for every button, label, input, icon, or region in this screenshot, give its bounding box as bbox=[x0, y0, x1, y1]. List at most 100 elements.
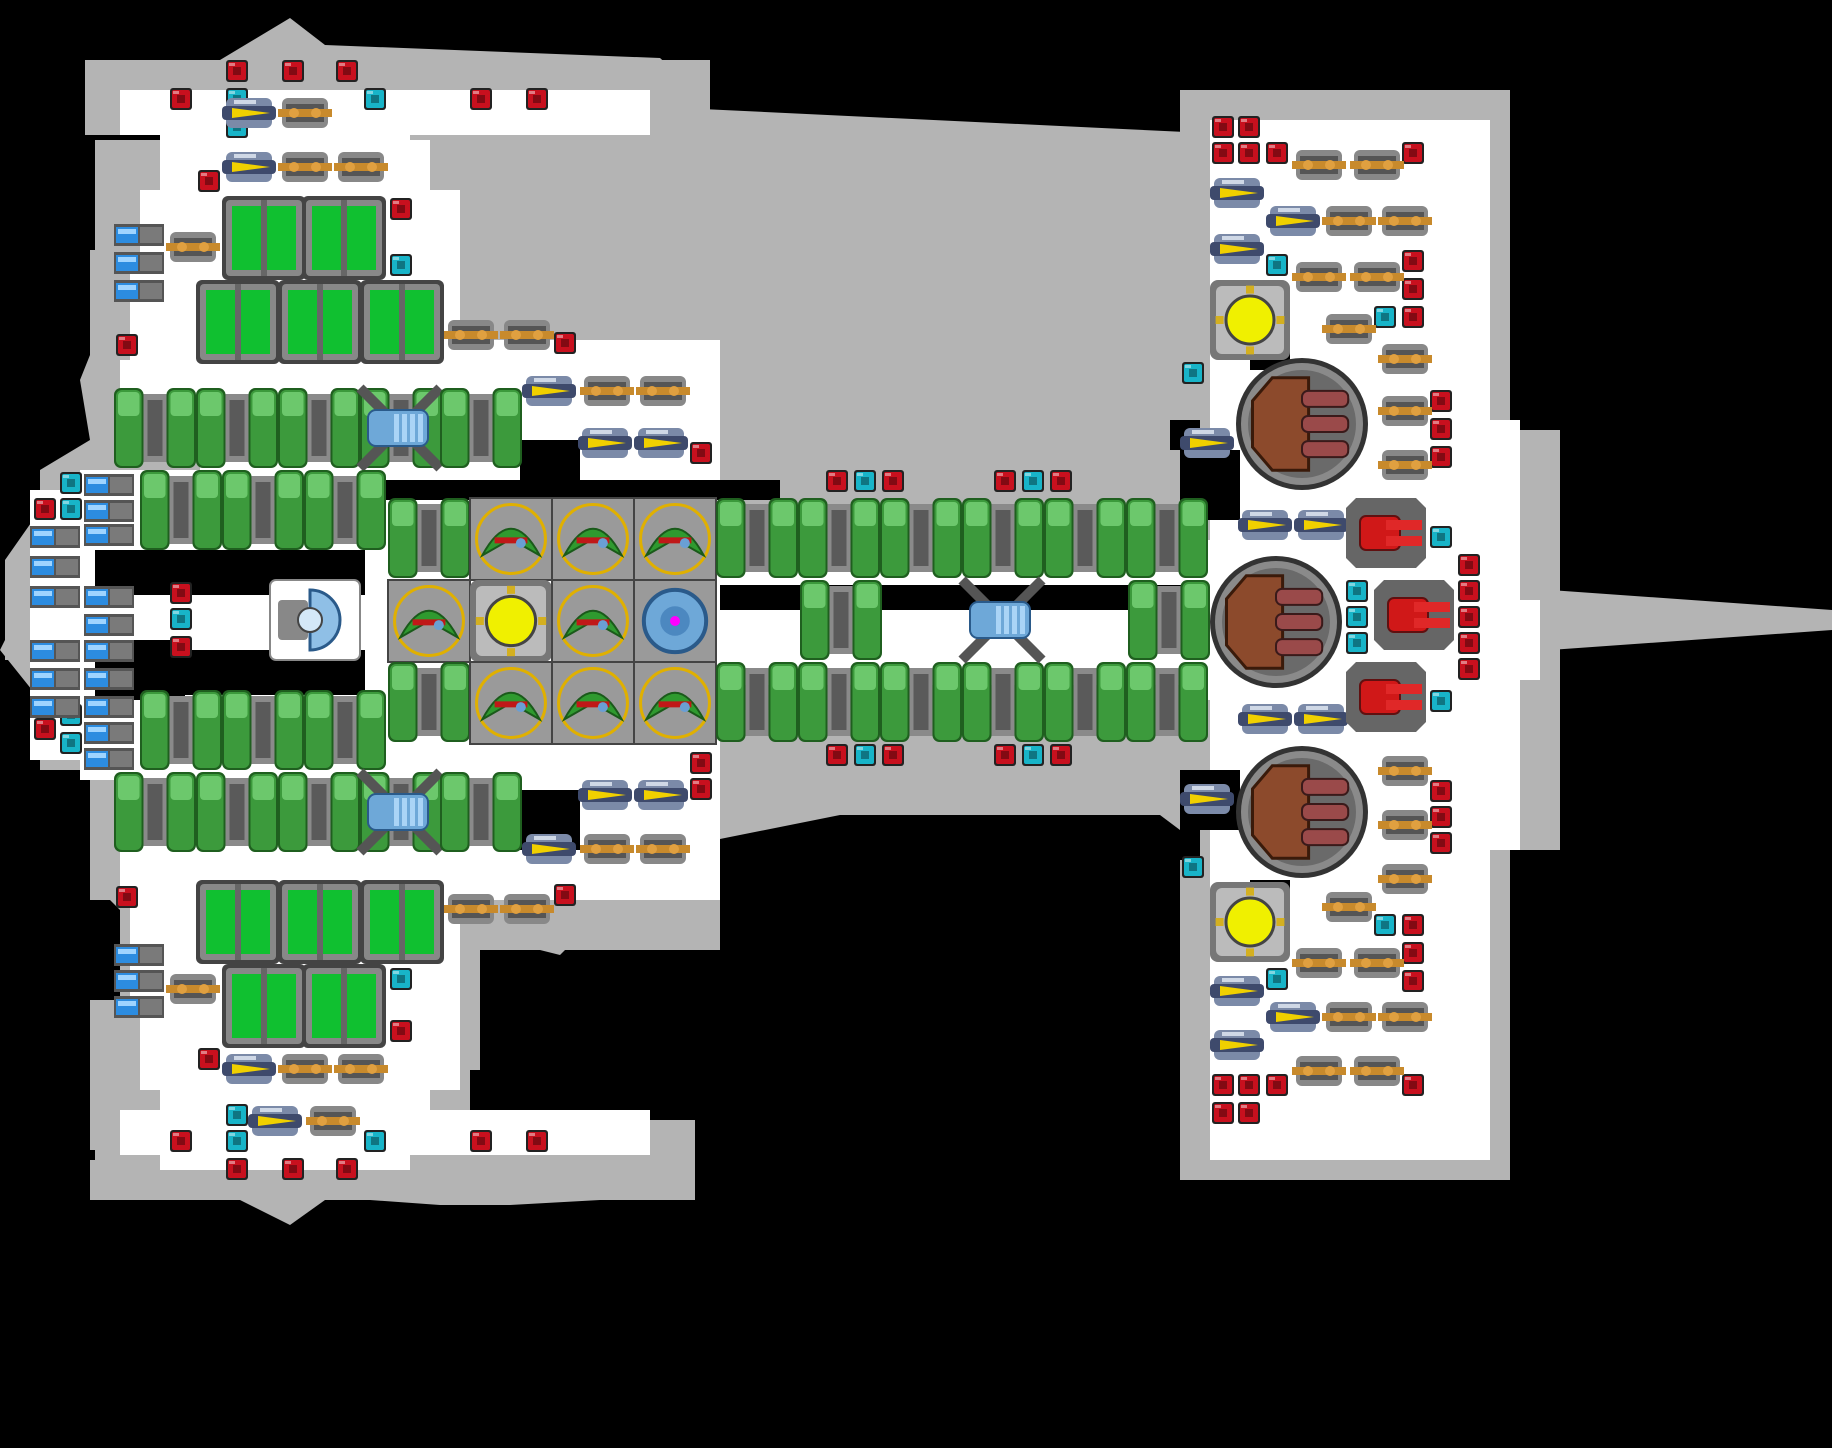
armor-block-icon bbox=[826, 470, 848, 492]
armor-block-icon bbox=[826, 744, 848, 766]
engine-block-icon bbox=[356, 384, 444, 472]
fighter-bay-icon bbox=[551, 579, 635, 663]
missile-launcher-icon bbox=[1378, 1002, 1432, 1032]
armor-block-icon bbox=[554, 884, 576, 906]
fuel-tank-icon bbox=[1096, 662, 1126, 742]
shield-block-icon bbox=[364, 1130, 386, 1152]
shield-block-icon bbox=[1430, 690, 1452, 712]
armor-block-icon bbox=[170, 88, 192, 110]
armor-block-icon bbox=[170, 636, 192, 658]
laser-battery-icon bbox=[222, 98, 276, 128]
missile-launcher-icon bbox=[1322, 1002, 1376, 1032]
shield-block-icon bbox=[60, 732, 82, 754]
thruster-icon bbox=[114, 252, 164, 274]
armor-block-icon bbox=[1402, 142, 1424, 164]
armor-block-icon bbox=[1430, 418, 1452, 440]
fuel-tank-icon bbox=[196, 772, 226, 852]
point-defense-icon bbox=[1346, 662, 1426, 732]
armor-block-icon bbox=[1458, 606, 1480, 628]
missile-launcher-icon bbox=[636, 376, 690, 406]
missile-launcher-icon bbox=[334, 1054, 388, 1084]
fuel-tank-icon bbox=[304, 470, 334, 550]
fuel-tank-icon bbox=[1178, 498, 1208, 578]
crew-room-icon bbox=[278, 280, 362, 364]
crew-room-icon bbox=[302, 964, 386, 1048]
armor-block-icon bbox=[1430, 390, 1452, 412]
pipe-connector-icon bbox=[417, 504, 441, 572]
laser-battery-icon bbox=[1238, 704, 1292, 734]
armor-block-icon bbox=[1050, 470, 1072, 492]
fuel-tank-icon bbox=[274, 470, 304, 550]
pipe-connector-icon bbox=[333, 696, 357, 764]
missile-launcher-icon bbox=[1292, 1056, 1346, 1086]
armor-block-icon bbox=[1212, 1102, 1234, 1124]
pipe-connector-icon bbox=[251, 476, 275, 544]
armor-block-icon bbox=[554, 332, 576, 354]
fuel-tank-icon bbox=[140, 470, 170, 550]
crew-room-icon bbox=[278, 880, 362, 964]
pipe-connector-icon bbox=[991, 504, 1015, 572]
missile-launcher-icon bbox=[1292, 150, 1346, 180]
armor-block-icon bbox=[1212, 1074, 1234, 1096]
thruster-icon bbox=[84, 640, 134, 662]
armor-block-icon bbox=[1458, 658, 1480, 680]
thruster-icon bbox=[114, 970, 164, 992]
armor-block-icon bbox=[34, 498, 56, 520]
deck-gap-13 bbox=[1170, 830, 1200, 860]
thruster-icon bbox=[84, 696, 134, 718]
armor-block-icon bbox=[1430, 832, 1452, 854]
armor-block-icon bbox=[690, 752, 712, 774]
armor-block-icon bbox=[526, 1130, 548, 1152]
shield-block-icon bbox=[1022, 744, 1044, 766]
crew-room-icon bbox=[222, 196, 306, 280]
armor-block-icon bbox=[1458, 554, 1480, 576]
armor-block-icon bbox=[116, 886, 138, 908]
fuel-tank-icon bbox=[492, 772, 522, 852]
modules-layer bbox=[30, 60, 1480, 1180]
laser-battery-icon bbox=[634, 428, 688, 458]
shield-block-icon bbox=[1346, 580, 1368, 602]
laser-battery-icon bbox=[248, 1106, 302, 1136]
missile-launcher-icon bbox=[306, 1106, 360, 1136]
docking-module-icon bbox=[269, 579, 361, 661]
armor-block-icon bbox=[390, 198, 412, 220]
fuel-tank-icon bbox=[852, 580, 882, 660]
laser-battery-icon bbox=[1210, 976, 1264, 1006]
crew-room-icon bbox=[302, 196, 386, 280]
fuel-tank-icon bbox=[880, 662, 910, 742]
pipe-connector-icon bbox=[745, 504, 769, 572]
missile-launcher-icon bbox=[580, 834, 634, 864]
fuel-tank-icon bbox=[192, 690, 222, 770]
armor-block-icon bbox=[390, 1020, 412, 1042]
missile-launcher-icon bbox=[444, 894, 498, 924]
fuel-tank-icon bbox=[304, 690, 334, 770]
pipe-connector-icon bbox=[225, 394, 249, 462]
missile-launcher-icon bbox=[278, 98, 332, 128]
armor-block-icon bbox=[1458, 580, 1480, 602]
missile-launcher-icon bbox=[166, 974, 220, 1004]
pipe-connector-icon bbox=[1073, 668, 1097, 736]
engine-block-icon bbox=[958, 576, 1046, 664]
armor-block-icon bbox=[690, 442, 712, 464]
reactor-icon bbox=[470, 580, 552, 662]
armor-block-icon bbox=[1402, 306, 1424, 328]
pipe-connector-icon bbox=[829, 586, 853, 654]
missile-launcher-icon bbox=[1378, 396, 1432, 426]
fuel-tank-icon bbox=[114, 772, 144, 852]
laser-battery-icon bbox=[578, 780, 632, 810]
fuel-tank-icon bbox=[440, 388, 470, 468]
armor-block-icon bbox=[1266, 142, 1288, 164]
shield-block-icon bbox=[1266, 254, 1288, 276]
reactor-icon bbox=[1210, 280, 1290, 360]
laser-battery-icon bbox=[1180, 784, 1234, 814]
shield-block-icon bbox=[60, 498, 82, 520]
fuel-tank-icon bbox=[716, 662, 746, 742]
armor-block-icon bbox=[1212, 116, 1234, 138]
crew-room-icon bbox=[222, 964, 306, 1048]
fighter-bay-icon bbox=[551, 661, 635, 745]
laser-battery-icon bbox=[1294, 510, 1348, 540]
missile-launcher-icon bbox=[1350, 150, 1404, 180]
fuel-tank-icon bbox=[1044, 662, 1074, 742]
thruster-icon bbox=[114, 224, 164, 246]
armor-block-icon bbox=[116, 334, 138, 356]
